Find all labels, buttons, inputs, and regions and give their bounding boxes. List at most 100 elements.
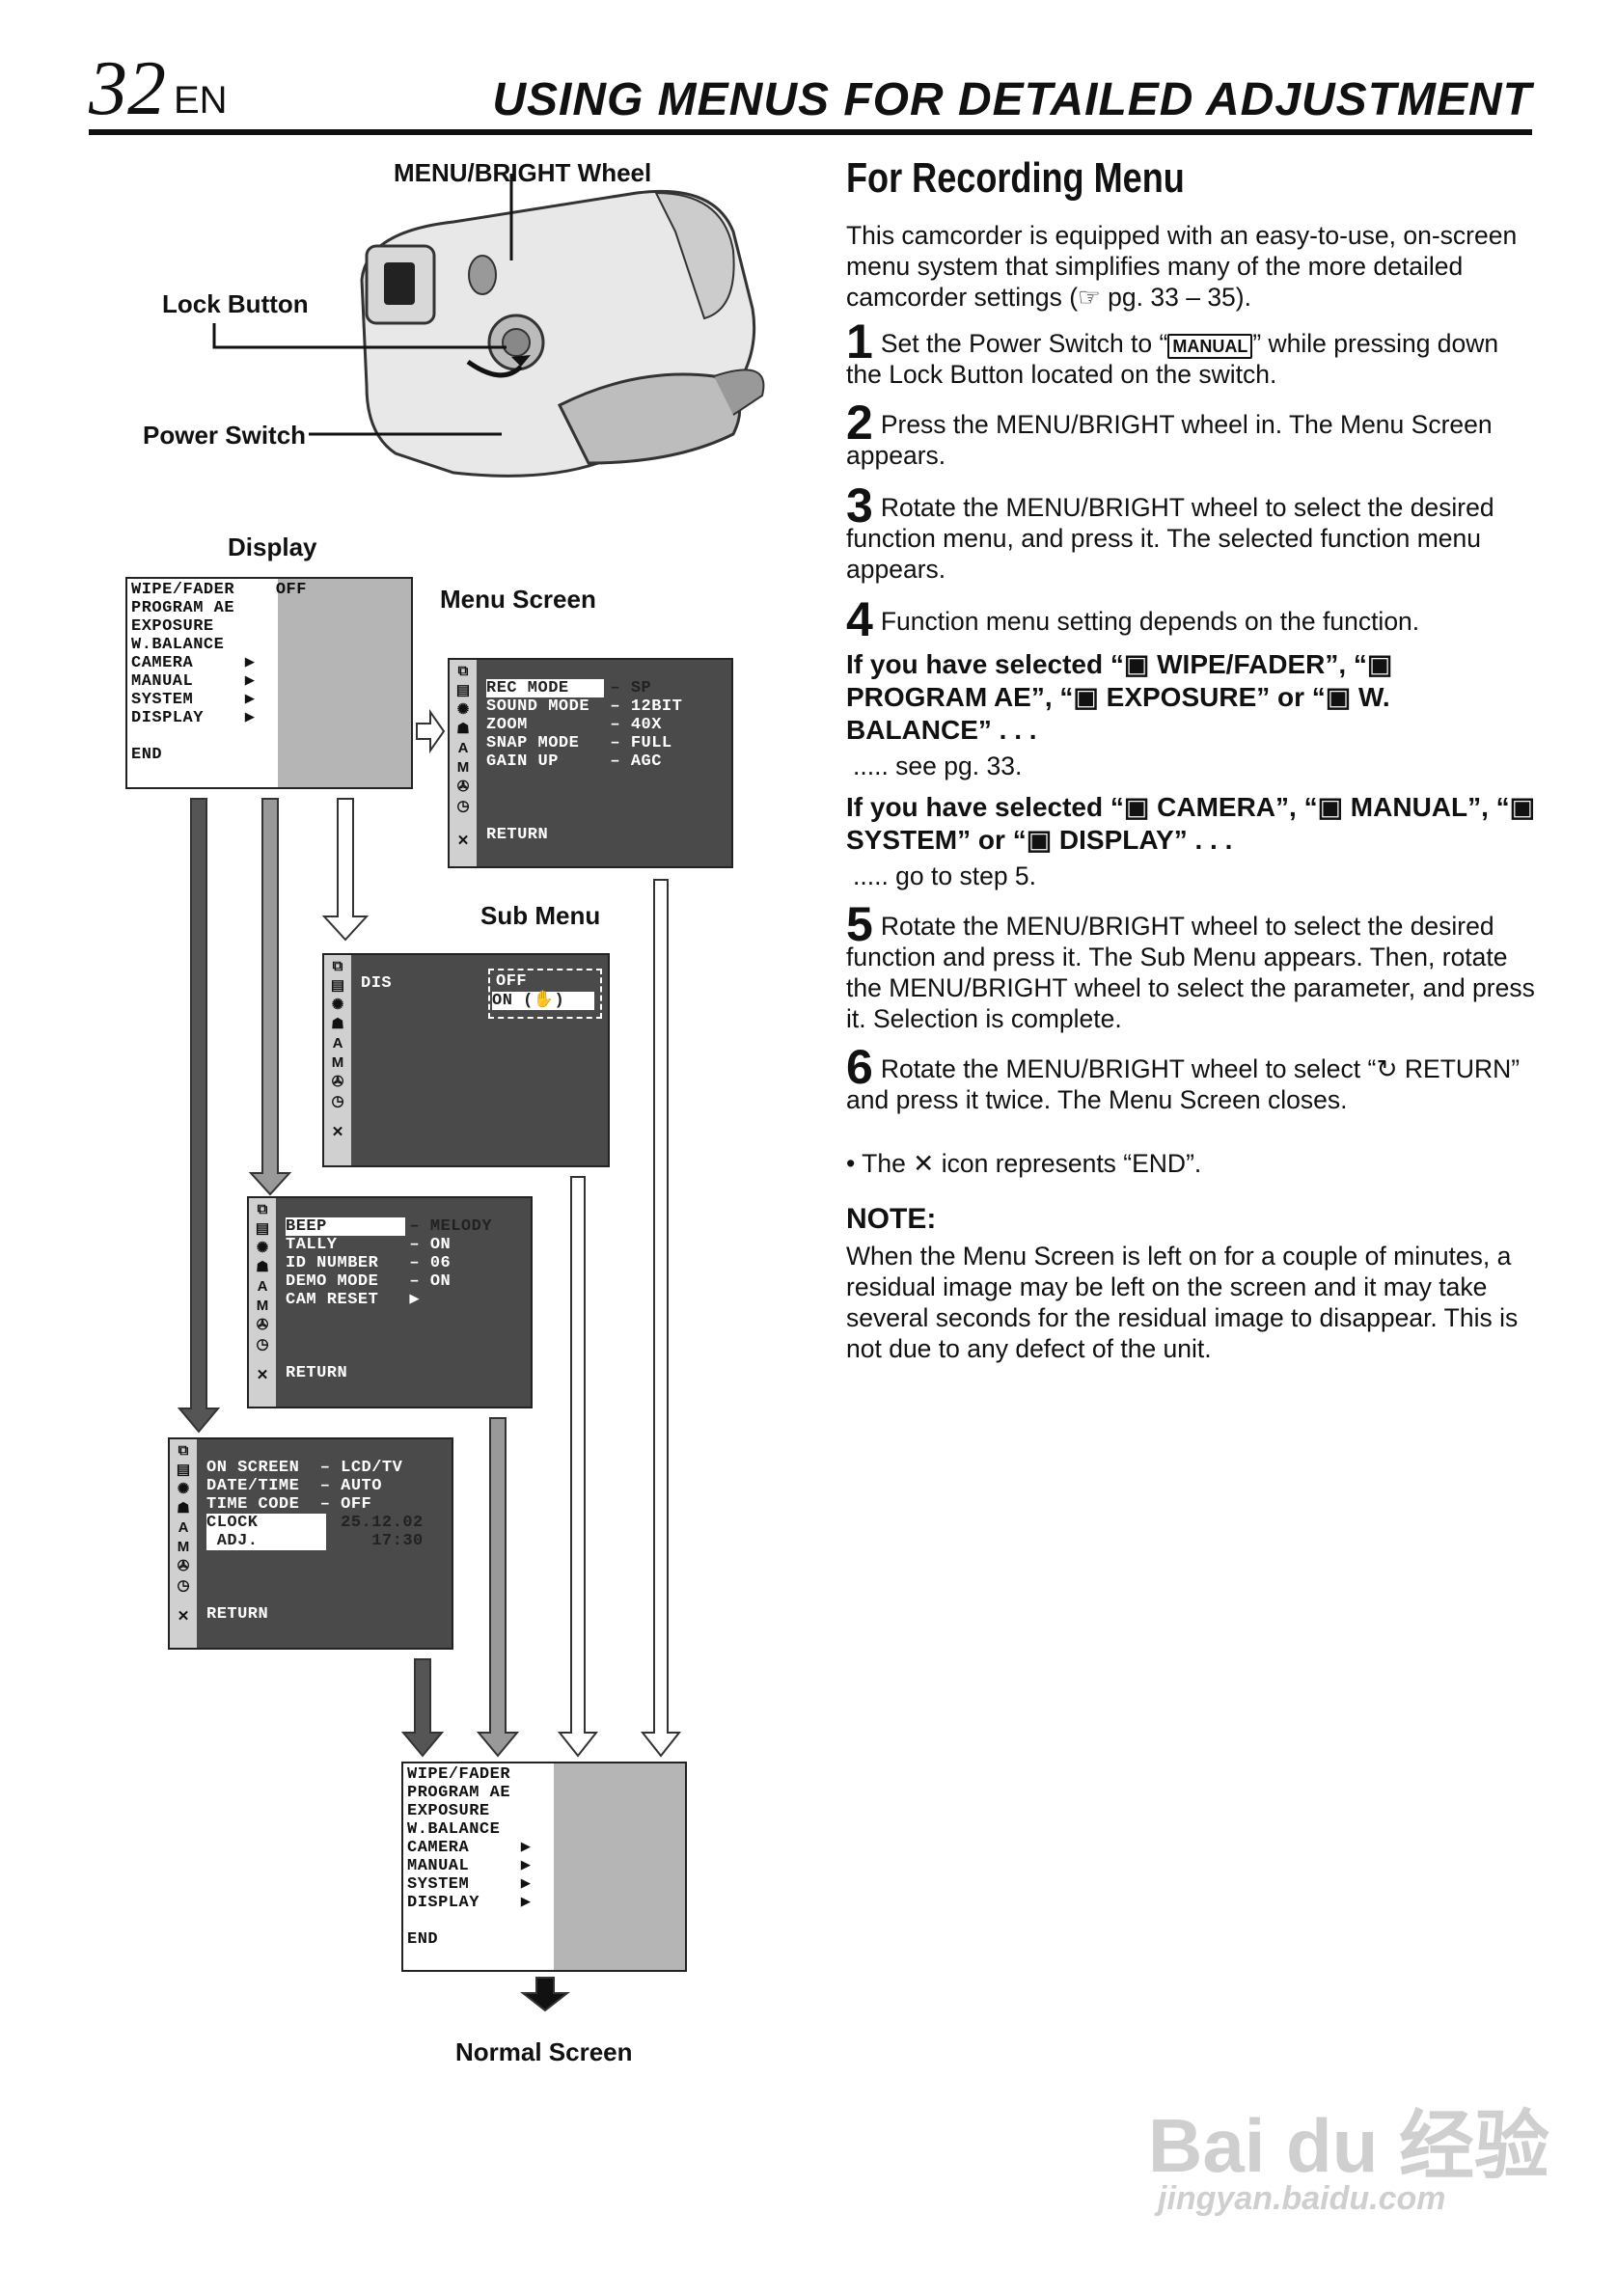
step-number: 6	[846, 1040, 873, 1094]
display-sub-item: DATE/TIME – AUTO	[206, 1477, 382, 1495]
normal-screen-label: Normal Screen	[455, 2037, 633, 2066]
wipe-icon: ⧉	[457, 663, 469, 679]
display-sub-item: ADJ. 17:30	[206, 1532, 424, 1550]
white-balance-icon: ☗	[256, 1259, 269, 1275]
system-menu-return: RETURN	[286, 1364, 348, 1382]
white-balance-icon: ☗	[177, 1500, 190, 1517]
system-icon: ✇	[456, 779, 470, 795]
manual-badge: MANUAL	[1167, 334, 1253, 359]
final-menu-end: END	[407, 1930, 439, 1949]
display-menu-end: END	[131, 746, 163, 764]
step-number: 2	[846, 396, 873, 450]
page-number: 32	[89, 46, 166, 131]
display-sub-item: ON SCREEN – LCD/TV	[206, 1459, 403, 1477]
system-menu-item: DEMO MODE – ON	[286, 1272, 452, 1291]
manual-menu-item: SNAP MODE – FULL	[486, 734, 672, 752]
page-title: USING MENUS FOR DETAILED ADJUSTMENT	[492, 74, 1532, 125]
wheel-label: MENU/BRIGHT Wheel	[394, 158, 652, 187]
watermark-url: jingyan.baidu.com	[1158, 2180, 1446, 2217]
manual-icon: M	[256, 1298, 269, 1314]
display-menu-item: DISPLAY ▶	[131, 709, 256, 727]
display-menu-screen: WIPE/FADER OFF PROGRAM AE EXPOSURE W.BAL…	[125, 577, 413, 789]
sub-menu-item: DIS	[361, 974, 393, 993]
program-ae-icon: ▤	[455, 682, 471, 698]
program-ae-icon: ▤	[176, 1462, 191, 1478]
camera-icon: A	[332, 1035, 343, 1052]
sub-menu-option-off: OFF	[496, 972, 528, 991]
manual-icon: M	[177, 1539, 190, 1555]
display-menu-item: CAMERA ▶	[131, 654, 256, 672]
final-menu-item: WIPE/FADER	[407, 1765, 511, 1784]
header-rule	[89, 129, 1532, 135]
display-menu-item: SYSTEM ▶	[131, 691, 256, 709]
see-page-33: ..... see pg. 33.	[853, 752, 1023, 780]
display-icon: ◷	[256, 1336, 269, 1353]
display-menu-item: W.BALANCE	[131, 636, 225, 654]
note-text: When the Menu Screen is left on for a co…	[846, 1242, 1519, 1363]
camera-icon: A	[178, 1519, 189, 1536]
wipe-icon: ⧉	[257, 1201, 268, 1217]
step-number: 4	[846, 592, 873, 646]
exposure-icon: ✺	[177, 1481, 190, 1497]
exposure-icon: ✺	[256, 1240, 269, 1256]
power-switch-label: Power Switch	[143, 421, 307, 450]
final-menu-item: W.BALANCE	[407, 1820, 501, 1839]
end-icon: ✕	[256, 1367, 269, 1383]
display-sub-item: TIME CODE – OFF	[206, 1495, 372, 1514]
system-menu-item: BEEP – MELODY	[286, 1217, 493, 1236]
manual-menu-item: ZOOM – 40X	[486, 716, 662, 734]
display-menu-item: EXPOSURE	[131, 617, 214, 636]
display-sub-return: RETURN	[206, 1605, 269, 1624]
sub-menu-option-on: ON (✋)	[492, 992, 594, 1010]
sub-menu-screen: ⧉ ▤ ✺ ☗ A M ✇ ◷ ✕ DIS OFF ON (✋)	[322, 953, 610, 1167]
exposure-icon: ✺	[456, 701, 470, 718]
manual-menu-screen: ⧉ ▤ ✺ ☗ A M ✇ ◷ ✕ REC MODE – SP SOUND MO…	[448, 658, 733, 868]
manual-menu-return: RETURN	[486, 826, 549, 844]
display-label: Display	[228, 533, 317, 561]
end-icon: ✕	[177, 1608, 190, 1625]
wipe-icon: ⧉	[178, 1442, 189, 1459]
camera-icon: A	[257, 1278, 268, 1295]
final-menu-item: EXPOSURE	[407, 1802, 490, 1820]
end-icon: ✕	[456, 833, 470, 849]
white-balance-icon: ☗	[456, 721, 470, 737]
program-ae-icon: ▤	[255, 1220, 270, 1237]
final-menu-item: SYSTEM ▶	[407, 1875, 532, 1894]
system-menu-item: TALLY – ON	[286, 1236, 452, 1254]
intro-text: This camcorder is equipped with an easy-…	[846, 221, 1518, 312]
display-icon: ◷	[331, 1093, 344, 1109]
selection-group-2: If you have selected “▣ CAMERA”, “▣ MANU…	[846, 792, 1536, 855]
camera-icon: A	[457, 740, 469, 756]
manual-menu-item: REC MODE – SP	[486, 679, 652, 697]
white-balance-icon: ☗	[331, 1016, 344, 1032]
wipe-icon: ⧉	[332, 958, 343, 974]
page-lang: EN	[174, 79, 228, 122]
end-icon-bullet: • The ✕ icon represents “END”.	[846, 1149, 1202, 1178]
final-menu-item: CAMERA ▶	[407, 1839, 532, 1857]
system-icon: ✇	[256, 1317, 269, 1333]
system-menu-screen: ⧉ ▤ ✺ ☗ A M ✇ ◷ ✕ BEEP – MELODY TALLY – …	[247, 1196, 533, 1408]
final-menu-item: PROGRAM AE	[407, 1784, 511, 1802]
menu-screen-label: Menu Screen	[440, 585, 596, 614]
display-menu-item: WIPE/FADER OFF	[131, 581, 307, 599]
display-sub-menu-screen: ⧉ ▤ ✺ ☗ A M ✇ ◷ ✕ ON SCREEN – LCD/TV DAT…	[168, 1437, 453, 1650]
final-menu-item: DISPLAY ▶	[407, 1894, 532, 1912]
display-menu-item: MANUAL ▶	[131, 672, 256, 691]
section-heading: For Recording Menu	[846, 154, 1185, 202]
lock-button-label: Lock Button	[162, 289, 309, 318]
go-to-step-5: ..... go to step 5.	[853, 861, 1037, 890]
display-menu-item: PROGRAM AE	[131, 599, 235, 617]
final-menu-screen: WIPE/FADER PROGRAM AE EXPOSURE W.BALANCE…	[401, 1762, 687, 1972]
camcorder-illustration	[212, 174, 765, 478]
display-icon: ◷	[456, 798, 470, 814]
system-icon: ✇	[331, 1074, 344, 1090]
watermark-brand: Bai du 经验	[1148, 2103, 1550, 2188]
end-icon: ✕	[331, 1124, 344, 1140]
